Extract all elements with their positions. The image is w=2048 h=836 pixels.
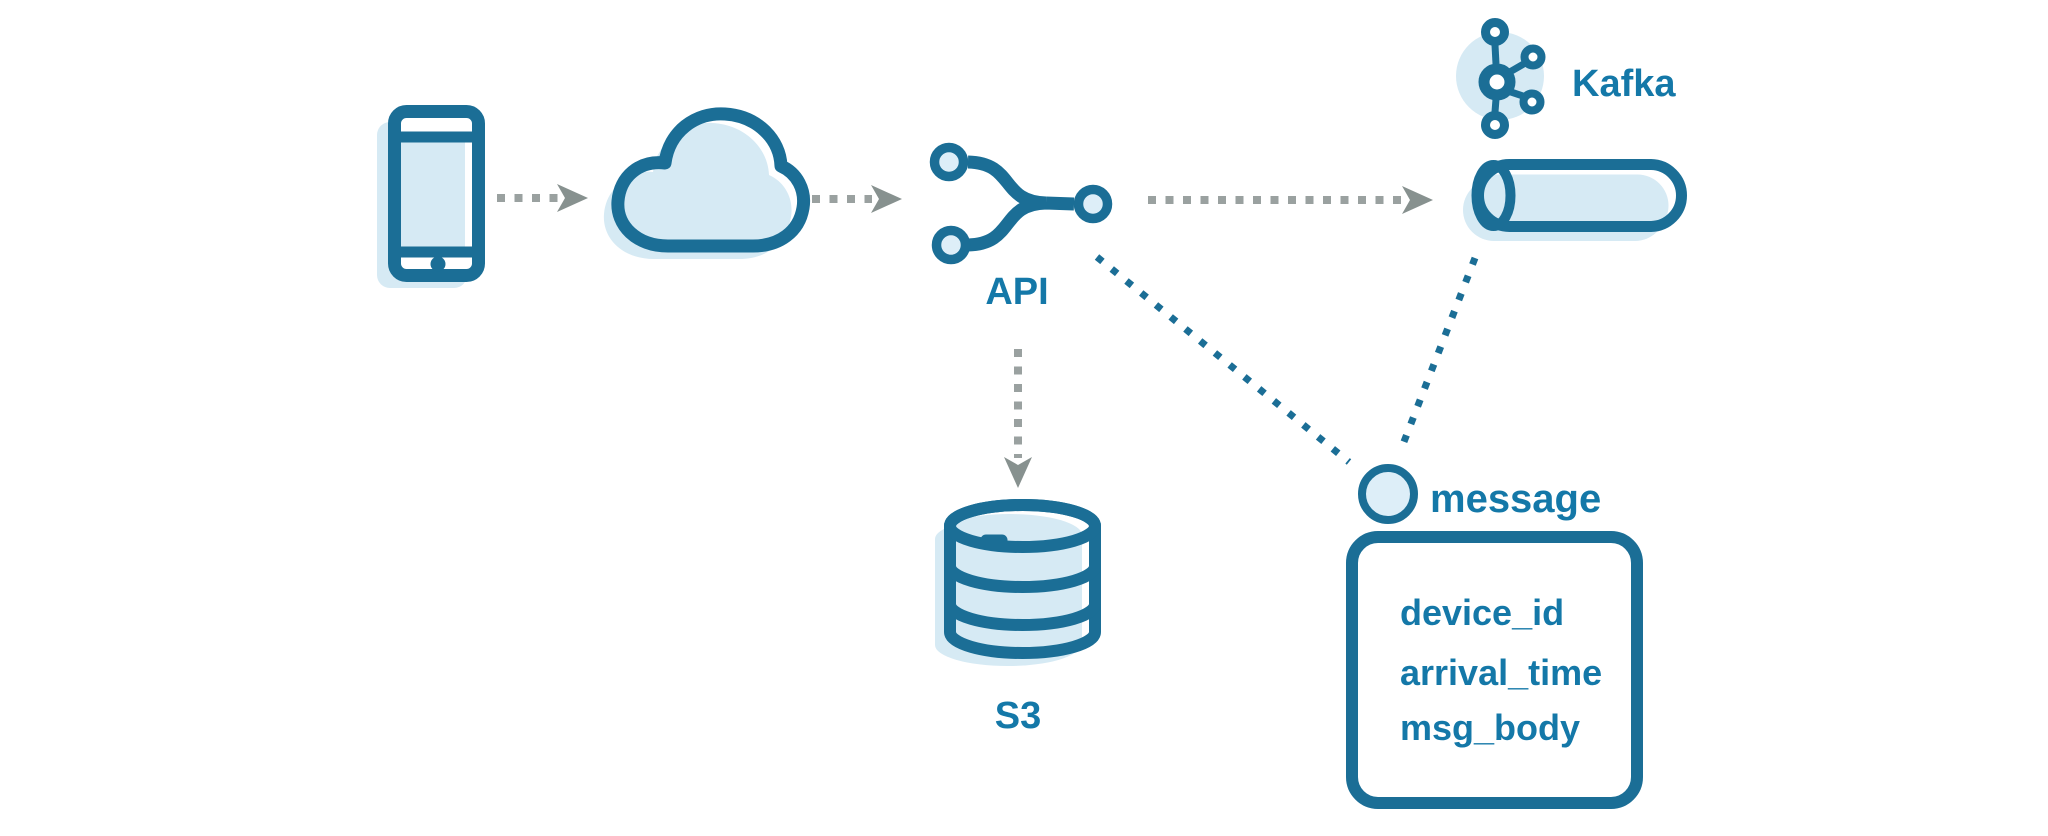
dotted-link-api-to-message — [1094, 254, 1352, 465]
mobile-device-icon — [377, 105, 485, 288]
kafka-label: Kafka — [1572, 63, 1676, 105]
s3-label: S3 — [995, 695, 1041, 737]
message-label: message — [1430, 477, 1601, 521]
message-schema-box: device_id arrival_time msg_body — [1346, 531, 1643, 809]
field-msg-body: msg_body — [1400, 707, 1580, 748]
message-dot-icon — [1358, 464, 1418, 524]
api-label: API — [985, 271, 1048, 313]
dotted-link-pipe-to-message — [1396, 256, 1479, 454]
cloud-icon — [603, 114, 804, 260]
field-arrival-time: arrival_time — [1400, 652, 1602, 693]
api-icon — [929, 142, 1113, 265]
field-device-id: device_id — [1400, 592, 1564, 633]
kafka-logo-icon — [1456, 18, 1546, 139]
home-button-dot — [430, 256, 446, 272]
s3-icon — [935, 499, 1101, 666]
kafka-topic-pipe-icon — [1463, 165, 1682, 241]
